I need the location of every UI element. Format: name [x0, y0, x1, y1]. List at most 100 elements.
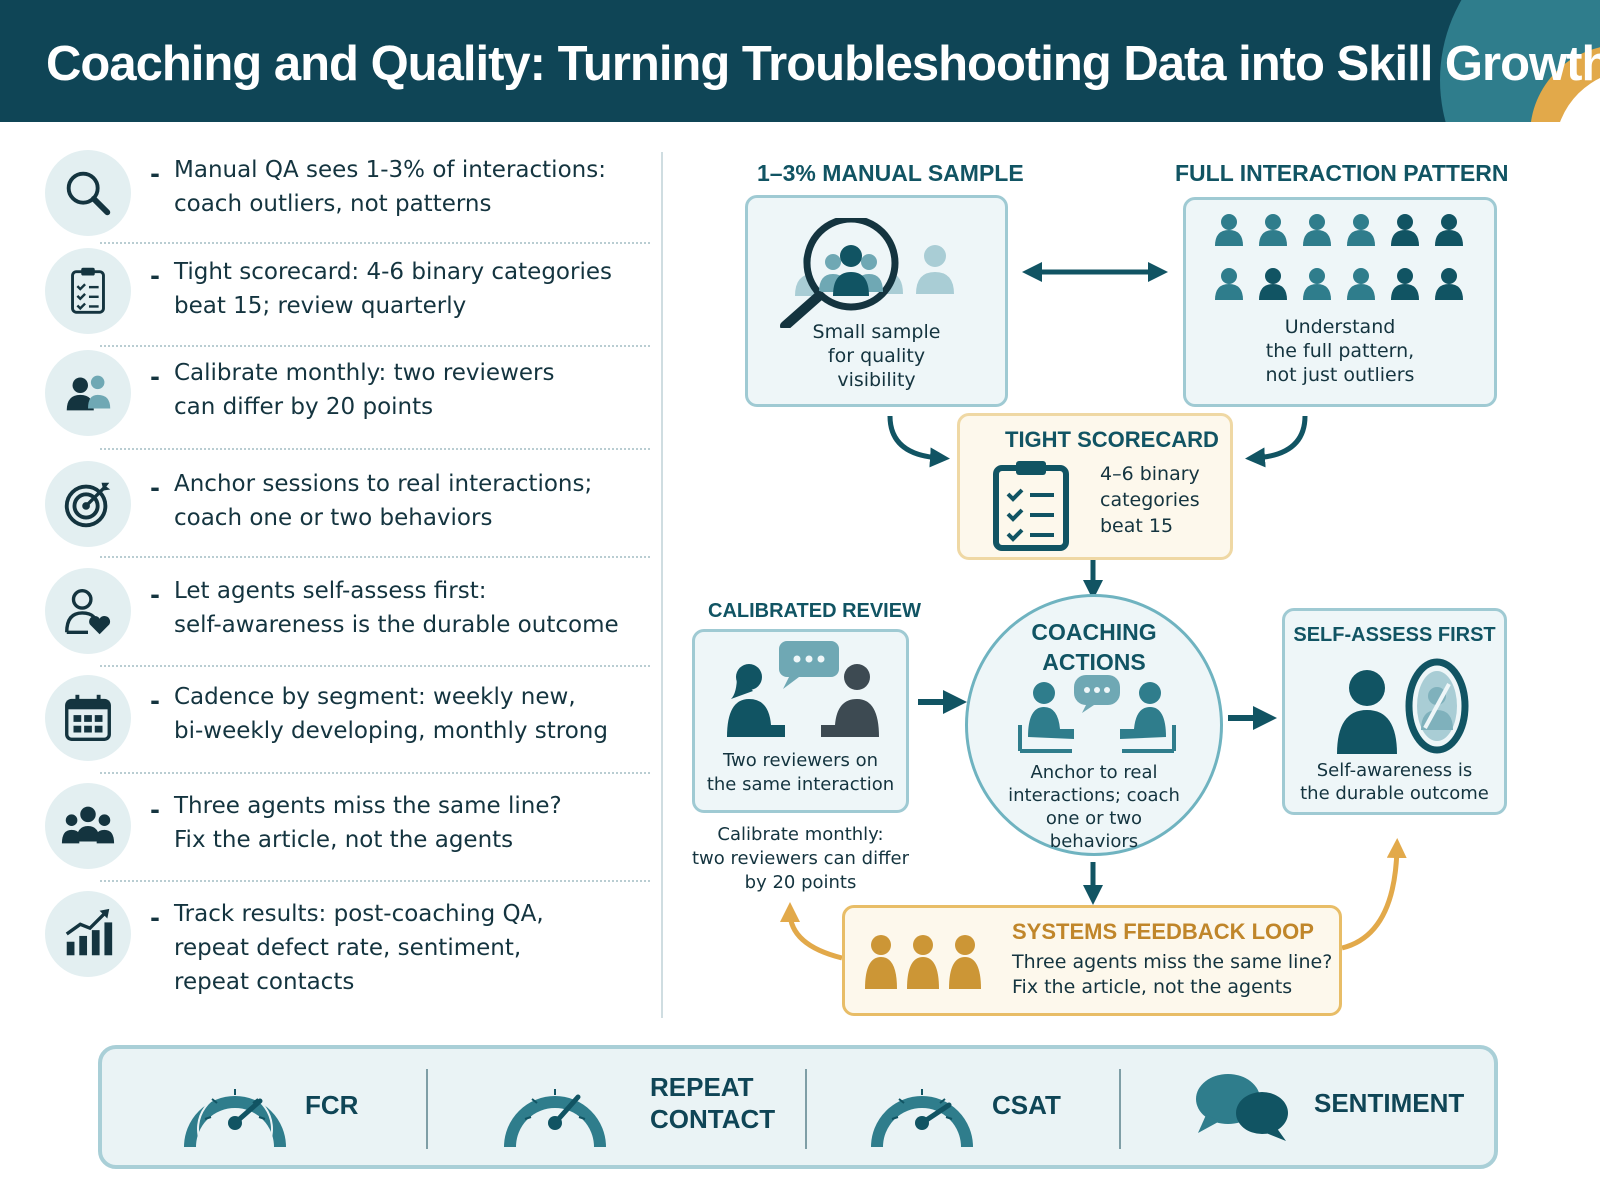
people-grid-icon — [1215, 214, 1463, 300]
list-item-line: beat 15; review quarterly — [174, 293, 467, 319]
arrow-to-scorecard-left — [887, 415, 950, 468]
column-divider — [661, 152, 663, 1018]
calibrated-note-line: by 20 points — [744, 872, 857, 893]
tight-scorecard-label: TIGHT SCORECARD — [1005, 427, 1219, 452]
caption-line: the full pattern, — [1265, 340, 1415, 362]
metric-label: SENTIMENT — [1314, 1088, 1465, 1118]
coaching-label-line: COACHING — [1031, 619, 1157, 645]
magnifier-people-icon — [780, 218, 954, 328]
caption-line: Understand — [1284, 316, 1396, 338]
divider — [100, 242, 650, 244]
systems-feedback-box: SYSTEMS FEEDBACK LOOP Three agents miss … — [842, 905, 1342, 1016]
divider — [100, 772, 650, 774]
metric-divider — [805, 1069, 807, 1149]
list-item-line: Let agents self-assess first: — [174, 578, 487, 604]
calibrated-review-label: CALIBRATED REVIEW — [708, 600, 921, 622]
coaching-label-line: ACTIONS — [1042, 649, 1146, 675]
list-item-line: Manual QA sees 1-3% of interactions: — [174, 157, 606, 183]
two-reviewers-icon — [727, 641, 879, 737]
two-people-icon — [45, 350, 131, 436]
list-item-line: Three agents miss the same line? — [174, 793, 562, 819]
gauge-icon — [504, 1089, 606, 1148]
metric-divider — [1119, 1069, 1121, 1149]
calendar-icon — [45, 675, 131, 761]
systems-feedback-label: SYSTEMS FEEDBACK LOOP — [1012, 919, 1314, 944]
gauge-icon — [871, 1089, 973, 1148]
calibrated-review-box: Two reviewers on the same interaction — [692, 629, 909, 813]
divider — [100, 665, 650, 667]
divider — [100, 345, 650, 347]
coaching-conversation-icon — [1018, 675, 1176, 753]
growth-chart-icon — [45, 891, 131, 977]
metric-fcr: FCR — [180, 1049, 480, 1165]
person-heart-icon — [45, 568, 131, 654]
self-assess-label: SELF-ASSESS FIRST — [1293, 624, 1496, 646]
full-pattern-label: FULL INTERACTION PATTERN — [1175, 160, 1509, 186]
caption-line: Anchor to real — [1030, 762, 1158, 783]
caption-line: not just outliers — [1265, 364, 1415, 386]
manual-sample-label: 1–3% MANUAL SAMPLE — [757, 160, 1024, 186]
self-assess-box: SELF-ASSESS FIRST Self-awareness is the … — [1282, 608, 1507, 815]
list-item-line: self-awareness is the durable outcome — [174, 612, 619, 638]
caption-line: categories — [1100, 489, 1200, 511]
three-agents-icon — [865, 935, 981, 989]
caption-line: the durable outcome — [1300, 783, 1489, 804]
list-item-line: can differ by 20 points — [174, 394, 434, 420]
list-item-line: Cadence by segment: weekly new, — [174, 684, 576, 710]
list-item-line: Track results: post-coaching QA, — [174, 901, 544, 927]
metric-label: REPEAT — [650, 1072, 754, 1102]
page-title: Coaching and Quality: Turning Troublesho… — [46, 37, 1600, 91]
arrow-to-scorecard-right — [1245, 415, 1308, 468]
coaching-actions-node: COACHING ACTIONS Anchor to real interact… — [965, 594, 1223, 856]
list-item-line: Tight scorecard: 4-6 binary categories — [174, 259, 612, 285]
metric-repeat-contact: REPEAT CONTACT — [500, 1049, 800, 1165]
caption-line: Fix the article, not the agents — [1012, 976, 1293, 998]
list-item-line: Anchor sessions to real interactions; — [174, 471, 593, 497]
calibrated-note-line: Calibrate monthly: — [717, 824, 884, 845]
magnifier-icon — [45, 150, 131, 236]
person-mirror-icon — [1337, 658, 1469, 754]
caption-line: Three agents miss the same line? — [1012, 951, 1333, 973]
manual-sample-box: Small sample for quality visibility — [745, 195, 1008, 407]
tight-scorecard-box: TIGHT SCORECARD 4–6 binary categories be… — [957, 413, 1233, 560]
caption-line: visibility — [837, 369, 916, 391]
list-item-line: repeat defect rate, sentiment, — [174, 935, 522, 961]
metric-label: CONTACT — [650, 1104, 776, 1134]
metric-csat: CSAT — [867, 1049, 1167, 1165]
caption-line: Small sample — [812, 321, 941, 343]
caption-line: behaviors — [1049, 831, 1139, 852]
list-item-line: coach outliers, not patterns — [174, 191, 492, 217]
metric-divider — [426, 1069, 428, 1149]
clipboard-checklist-icon — [45, 248, 131, 334]
group-icon — [45, 783, 131, 869]
metric-label: FCR — [305, 1090, 359, 1120]
divider — [100, 880, 650, 882]
caption-line: Self-awareness is — [1316, 760, 1473, 781]
list-item-line: Calibrate monthly: two reviewers — [174, 360, 555, 386]
divider — [100, 448, 650, 450]
list-item-line: repeat contacts — [174, 969, 355, 995]
clipboard-checklist-icon — [993, 461, 1069, 551]
caption-line: Two reviewers on — [723, 750, 878, 771]
full-pattern-box: Understand the full pattern, not just ou… — [1183, 197, 1497, 407]
gauge-icon — [184, 1089, 286, 1148]
caption-line: one or two — [1045, 808, 1143, 829]
metrics-bar: FCR REPEAT CONTACT CSAT — [98, 1045, 1498, 1169]
arrow-feedback-to-self-assess — [1341, 838, 1407, 951]
caption-line: interactions; coach — [1008, 785, 1180, 806]
metric-sentiment: SENTIMENT — [1192, 1049, 1492, 1165]
speech-bubbles-icon — [1196, 1074, 1288, 1141]
arrow-feedback-to-calibrated — [780, 902, 843, 961]
target-icon — [45, 461, 131, 547]
metric-label: CSAT — [992, 1090, 1061, 1120]
calibrated-note-line: two reviewers can differ — [692, 848, 909, 869]
list-item-line: Fix the article, not the agents — [174, 827, 514, 853]
caption-line: beat 15 — [1100, 515, 1174, 537]
caption-line: the same interaction — [706, 774, 895, 795]
list-item-line: coach one or two behaviors — [174, 505, 493, 531]
caption-line: 4–6 binary — [1100, 463, 1200, 485]
list-item-line: bi-weekly developing, monthly strong — [174, 718, 608, 744]
divider — [100, 556, 650, 558]
header-banner: Coaching and Quality: Turning Troublesho… — [0, 0, 1600, 122]
caption-line: for quality — [827, 345, 926, 367]
